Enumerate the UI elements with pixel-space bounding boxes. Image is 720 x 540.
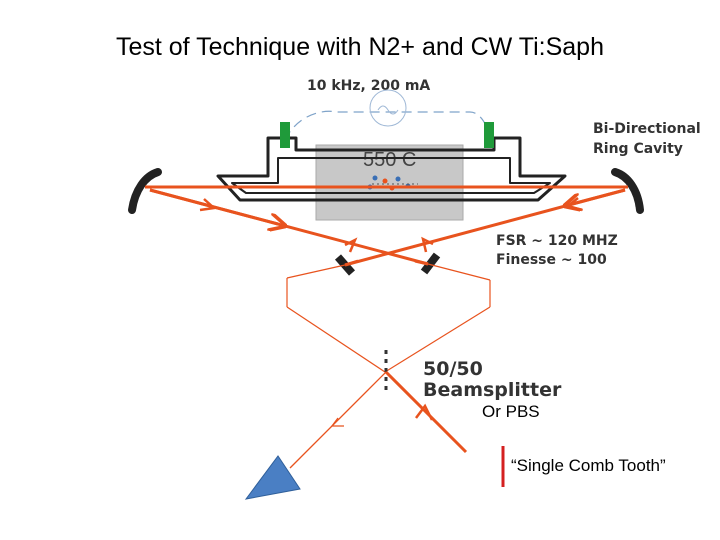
beamsplitter-label: Beamsplitter xyxy=(423,379,562,401)
discharge-label: 10 kHz, 200 mA xyxy=(307,78,430,94)
curved-mirror-right xyxy=(611,168,644,214)
cell-temperature: 550 C xyxy=(363,149,416,171)
discharge-tube-inner xyxy=(231,157,551,194)
input-beam-arrow xyxy=(415,403,434,421)
prism-icon xyxy=(244,455,301,500)
cavity-beam-arrows xyxy=(199,197,583,253)
beamsplitter-ratio-label: 50/50 xyxy=(423,358,483,380)
fsr-label: FSR ~ 120 MHZ xyxy=(496,233,618,249)
leakage-beams xyxy=(286,263,491,373)
curved-mirror-left xyxy=(128,168,162,214)
ac-wave-icon xyxy=(377,105,399,115)
diagram-title: Test of Technique with N2+ and CW Ti:Sap… xyxy=(116,33,604,61)
cavity-type-label-line2: Ring Cavity xyxy=(593,141,683,157)
cavity-type-label-line1: Bi-Directional xyxy=(593,121,701,137)
finesse-label: Finesse ~ 100 xyxy=(496,252,607,268)
discharge-source-icon xyxy=(369,89,407,127)
input-beam xyxy=(384,370,468,454)
output-beam-arrow xyxy=(330,417,344,427)
electrode-right xyxy=(484,122,494,148)
discharge-wire xyxy=(284,110,491,141)
comb-tooth-label: “Single Comb Tooth” xyxy=(511,456,666,475)
electrode-left xyxy=(280,122,290,148)
output-coupler-right xyxy=(420,252,441,275)
output-beam xyxy=(289,371,387,469)
pbs-alternative-label: Or PBS xyxy=(482,402,540,421)
